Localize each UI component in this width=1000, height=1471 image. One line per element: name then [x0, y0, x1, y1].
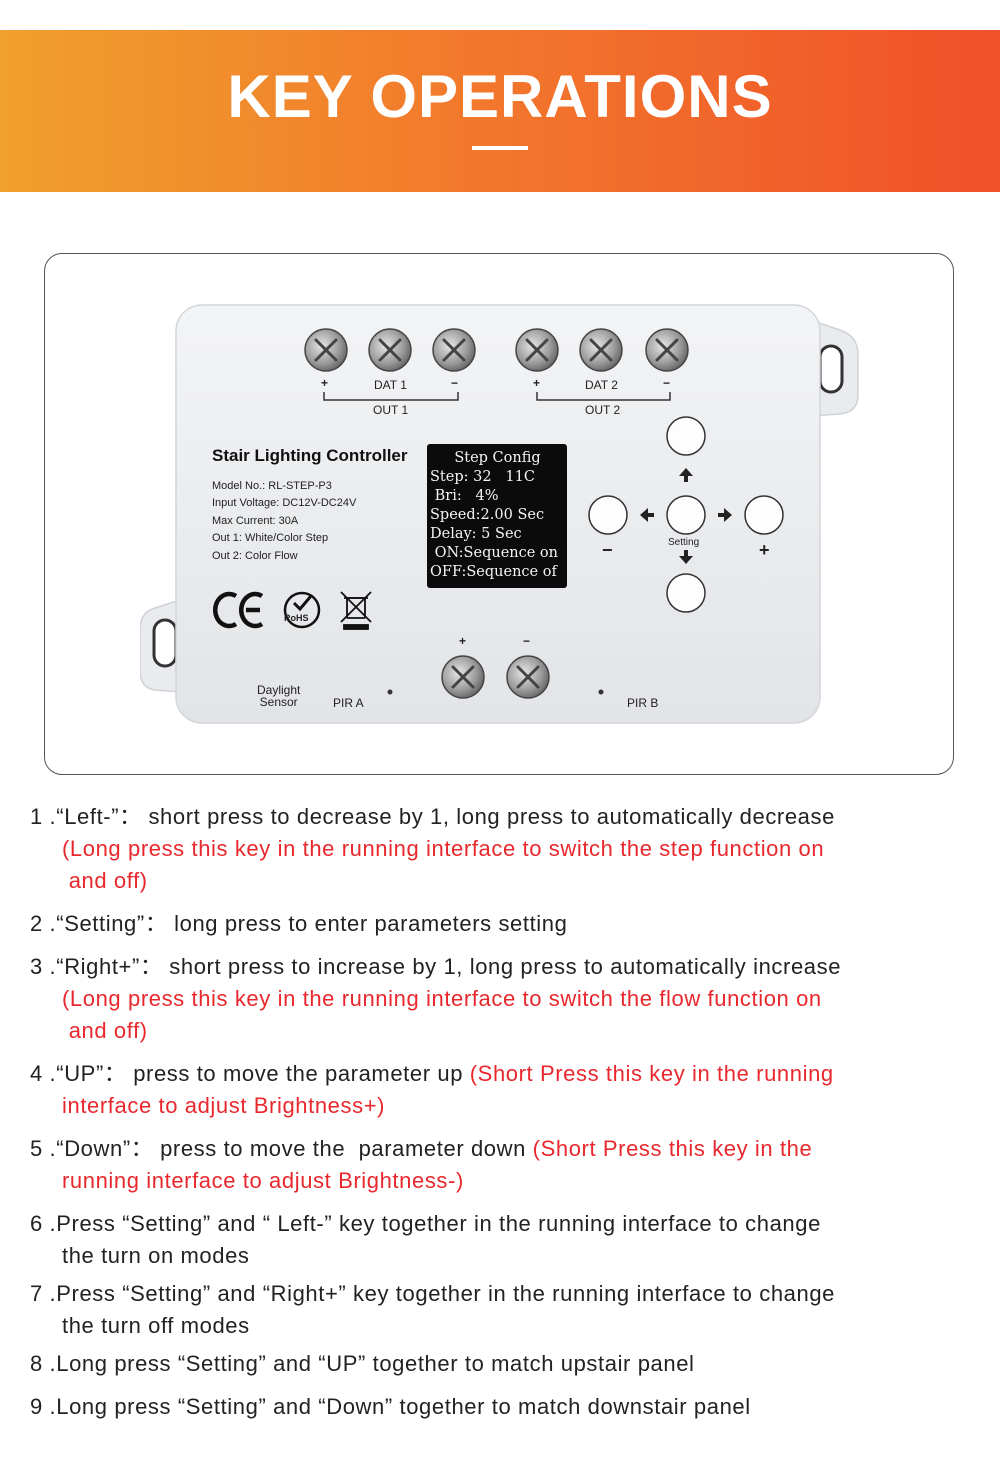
instruction-text: short press to increase by 1, long press…	[162, 954, 842, 979]
daylight-sensor-label: Daylight Sensor	[257, 684, 300, 708]
lcd-line: Delay: 5 Sec	[430, 526, 522, 542]
instruction-note-cont: running interface to adjust Brightness-)	[62, 1168, 464, 1193]
instruction-3: 3 .“Right+”： short press to increase by …	[30, 951, 990, 1047]
weee-bin-icon	[340, 591, 372, 630]
instruction-note: (Long press this key in the running inte…	[62, 836, 825, 861]
out2-plus-label: +	[533, 376, 541, 390]
lcd-display: Step Config Step: 32 11C Bri: 4% Speed:2…	[427, 444, 567, 588]
instruction-note: (Long press this key in the running inte…	[62, 986, 822, 1011]
instruction-number: 8 .	[30, 1351, 57, 1376]
out2-minus-label: −	[663, 376, 671, 390]
rohs-text: RoHS	[284, 613, 309, 623]
key-name: “Setting”	[56, 911, 145, 936]
header-banner	[0, 30, 1000, 192]
spec-current: Max Current: 30A	[212, 515, 299, 527]
out1-name-label: OUT 1	[373, 403, 409, 417]
instruction-text: press to move the parameter down	[153, 1136, 533, 1161]
button-up	[666, 416, 706, 456]
instruction-text: Long press “Setting” and “Down” together…	[56, 1394, 751, 1419]
page-title: KEY OPERATIONS	[227, 63, 773, 130]
instruction-number: 1 .	[30, 804, 57, 829]
instruction-text: short press to decrease by 1, long press…	[141, 804, 835, 829]
instruction-2: 2 .“Setting”： long press to enter parame…	[30, 908, 990, 940]
out1-minus-label: −	[451, 376, 459, 390]
separator: ：	[130, 1136, 154, 1161]
instruction-text: Press “Setting” and “ Left-” key togethe…	[56, 1211, 821, 1236]
rohs-icon	[283, 591, 321, 629]
pir-b-label: PIR B	[627, 696, 659, 710]
instruction-text-cont: the turn off modes	[62, 1313, 250, 1338]
lcd-line: Step Config	[454, 450, 541, 466]
instruction-4: 4 .“UP”： press to move the parameter up …	[30, 1058, 990, 1122]
lcd-line: Speed:2.00 Sec	[430, 507, 545, 523]
instruction-8: 8 .Long press “Setting” and “UP” togethe…	[30, 1348, 990, 1380]
button-setting	[666, 495, 706, 535]
instruction-number: 6 .	[30, 1211, 57, 1236]
out1-dat-label: DAT 1	[374, 378, 407, 392]
lcd-line: OFF:Sequence of	[430, 564, 557, 580]
key-name: “Right+”	[56, 954, 140, 979]
daylight-label-line2: Sensor	[259, 695, 298, 709]
plus-label: +	[759, 540, 770, 560]
instruction-text: Long press “Setting” and “UP” together t…	[56, 1351, 695, 1376]
separator: ：	[144, 911, 168, 936]
instruction-1: 1 .“Left-”： short press to decrease by 1…	[30, 801, 990, 897]
out2-dat-label: DAT 2	[585, 378, 618, 392]
instruction-text: long press to enter parameters setting	[167, 911, 568, 936]
spec-voltage: Input Voltage: DC12V-DC24V	[212, 497, 357, 509]
instruction-note-cont: and off)	[62, 1018, 148, 1043]
spec-out2: Out 2: Color Flow	[212, 550, 298, 562]
button-down	[666, 573, 706, 613]
instruction-5: 5 .“Down”： press to move the parameter d…	[30, 1133, 990, 1197]
ce-mark-icon	[212, 591, 264, 629]
minus-label: −	[602, 540, 613, 560]
instruction-7: 7 .Press “Setting” and “Right+” key toge…	[30, 1278, 990, 1342]
instruction-note: (Short Press this key in the running	[469, 1061, 834, 1086]
power-plus-label: +	[459, 634, 467, 648]
daylight-label-line1: Daylight	[257, 683, 301, 697]
instruction-text-cont: the turn on modes	[62, 1243, 250, 1268]
instruction-9: 9 .Long press “Setting” and “Down” toget…	[30, 1391, 990, 1423]
out1-plus-label: +	[321, 376, 329, 390]
instruction-note-cont: and off)	[62, 868, 148, 893]
lcd-line: ON:Sequence on	[430, 545, 558, 561]
instruction-text: press to move the parameter up	[126, 1061, 470, 1086]
setting-label: Setting	[668, 537, 700, 548]
instruction-number: 9 .	[30, 1394, 57, 1419]
title-underline	[472, 146, 528, 150]
instruction-6: 6 .Press “Setting” and “ Left-” key toge…	[30, 1208, 990, 1272]
spec-out1: Out 1: White/Color Step	[212, 532, 329, 544]
instruction-number: 7 .	[30, 1281, 57, 1306]
power-minus-label: −	[523, 634, 531, 648]
device-title: Stair Lighting Controller	[212, 446, 408, 465]
arrow-icons	[640, 468, 732, 564]
instruction-text: Press “Setting” and “Right+” key togethe…	[56, 1281, 836, 1306]
instruction-number: 2 .	[30, 911, 57, 936]
lcd-line: Step: 32 11C	[430, 469, 535, 485]
out2-name-label: OUT 2	[585, 403, 621, 417]
instruction-number: 3 .	[30, 954, 57, 979]
spec-model: Model No.: RL-STEP-P3	[212, 480, 332, 492]
instruction-number: 4 .	[30, 1061, 57, 1086]
separator: ：	[139, 954, 163, 979]
key-name: “UP”	[56, 1061, 104, 1086]
button-left	[588, 495, 628, 535]
key-name: “Down”	[56, 1136, 131, 1161]
separator: ：	[119, 804, 142, 829]
pir-a-label: PIR A	[333, 696, 364, 710]
instruction-number: 5 .	[30, 1136, 57, 1161]
separator: ：	[103, 1061, 127, 1086]
controller-device: + DAT 1 − OUT 1 + DAT 2 − OUT 2 Stair Li…	[140, 300, 860, 730]
lcd-line: Bri: 4%	[430, 488, 499, 504]
instruction-note: (Short Press this key in the	[532, 1136, 813, 1161]
key-name: “Left-”	[56, 804, 120, 829]
instruction-note-cont: interface to adjust Brightness+)	[62, 1093, 386, 1118]
button-right	[744, 495, 784, 535]
